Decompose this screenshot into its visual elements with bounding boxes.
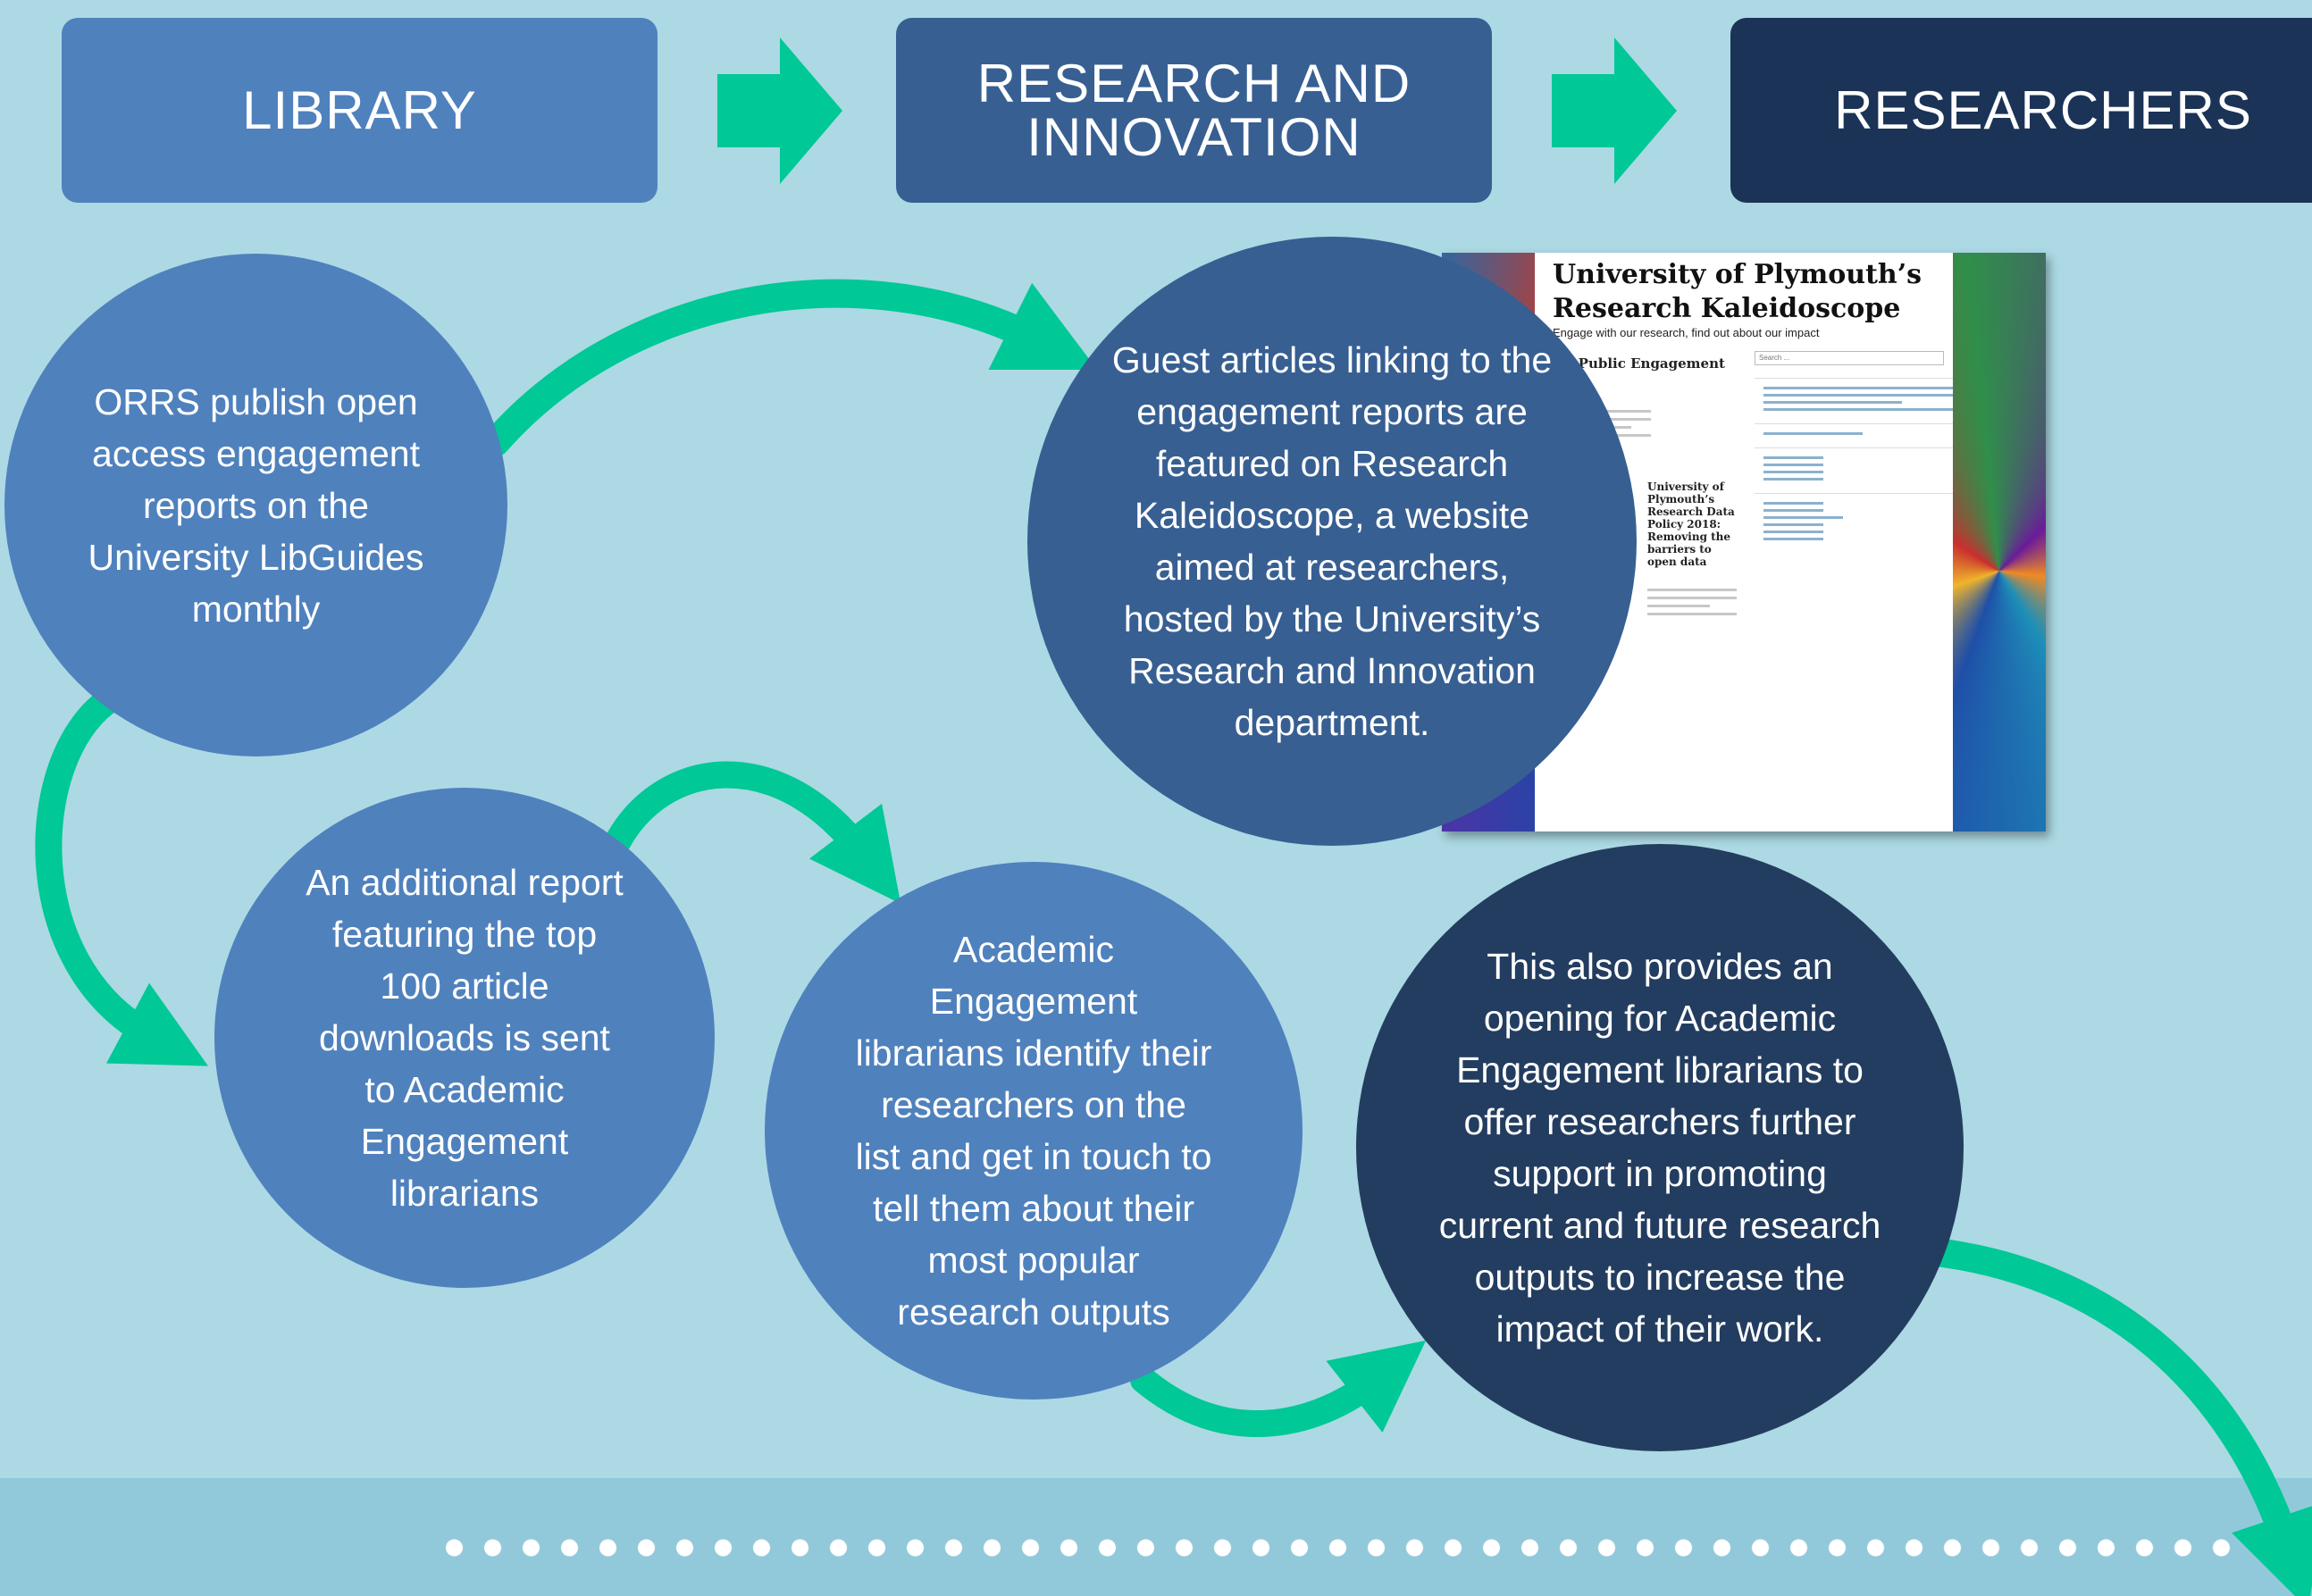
kaleidoscope-pattern-right xyxy=(1953,253,2046,831)
circle-orrs-text: ORRS publish open access engagement repo… xyxy=(88,380,424,630)
circle-opening-support-text: This also provides an opening for Academ… xyxy=(1438,946,1881,1349)
curved-arrow-icon xyxy=(482,279,1098,456)
circle-additional-report: An additional report featuring the top 1… xyxy=(214,788,715,1288)
circle-guest-articles-text: Guest articles linking to the engagement… xyxy=(1111,339,1553,743)
website-post-title: University of Plymouth’s Research Data P… xyxy=(1647,480,1735,568)
curved-arrow-icon xyxy=(1130,1340,1427,1437)
step-library: LIBRARY xyxy=(62,18,658,203)
dotted-divider xyxy=(435,1536,2311,1559)
curved-arrow-icon xyxy=(603,761,901,904)
curved-arrow-icon xyxy=(35,688,208,1066)
circle-orrs-publish: ORRS publish open access engagement repo… xyxy=(4,254,507,756)
step-researchers-label: RESEARCHERS xyxy=(1834,79,2252,140)
post2-text-lines xyxy=(1647,583,1737,621)
circle-opening-support: This also provides an opening for Academ… xyxy=(1356,844,1964,1451)
step-library-label: LIBRARY xyxy=(242,79,477,140)
step-research-innovation: RESEARCH AND INNOVATION xyxy=(896,18,1492,203)
curved-arrow-icon xyxy=(1906,1236,2312,1596)
step-researchers: RESEARCHERS xyxy=(1730,18,2312,203)
website-sidebar: Search ... xyxy=(1755,351,1953,545)
circle-academic-engagement: Academic Engagement librarians identify … xyxy=(765,862,1303,1400)
circle-guest-articles: Guest articles linking to the engagement… xyxy=(1027,237,1637,846)
circle-academic-engagement-text: Academic Engagement librarians identify … xyxy=(855,929,1212,1333)
circle-additional-report-text: An additional report featuring the top 1… xyxy=(306,862,624,1214)
right-arrow-icon xyxy=(1552,38,1677,184)
step-research-innovation-label: RESEARCH AND INNOVATION xyxy=(976,53,1411,167)
website-search: Search ... xyxy=(1755,351,1944,365)
website-tagline: Engage with our research, find out about… xyxy=(1553,326,1820,339)
right-arrow-icon xyxy=(717,38,842,184)
website-title: University of Plymouth’s Research Kaleid… xyxy=(1553,259,1922,324)
